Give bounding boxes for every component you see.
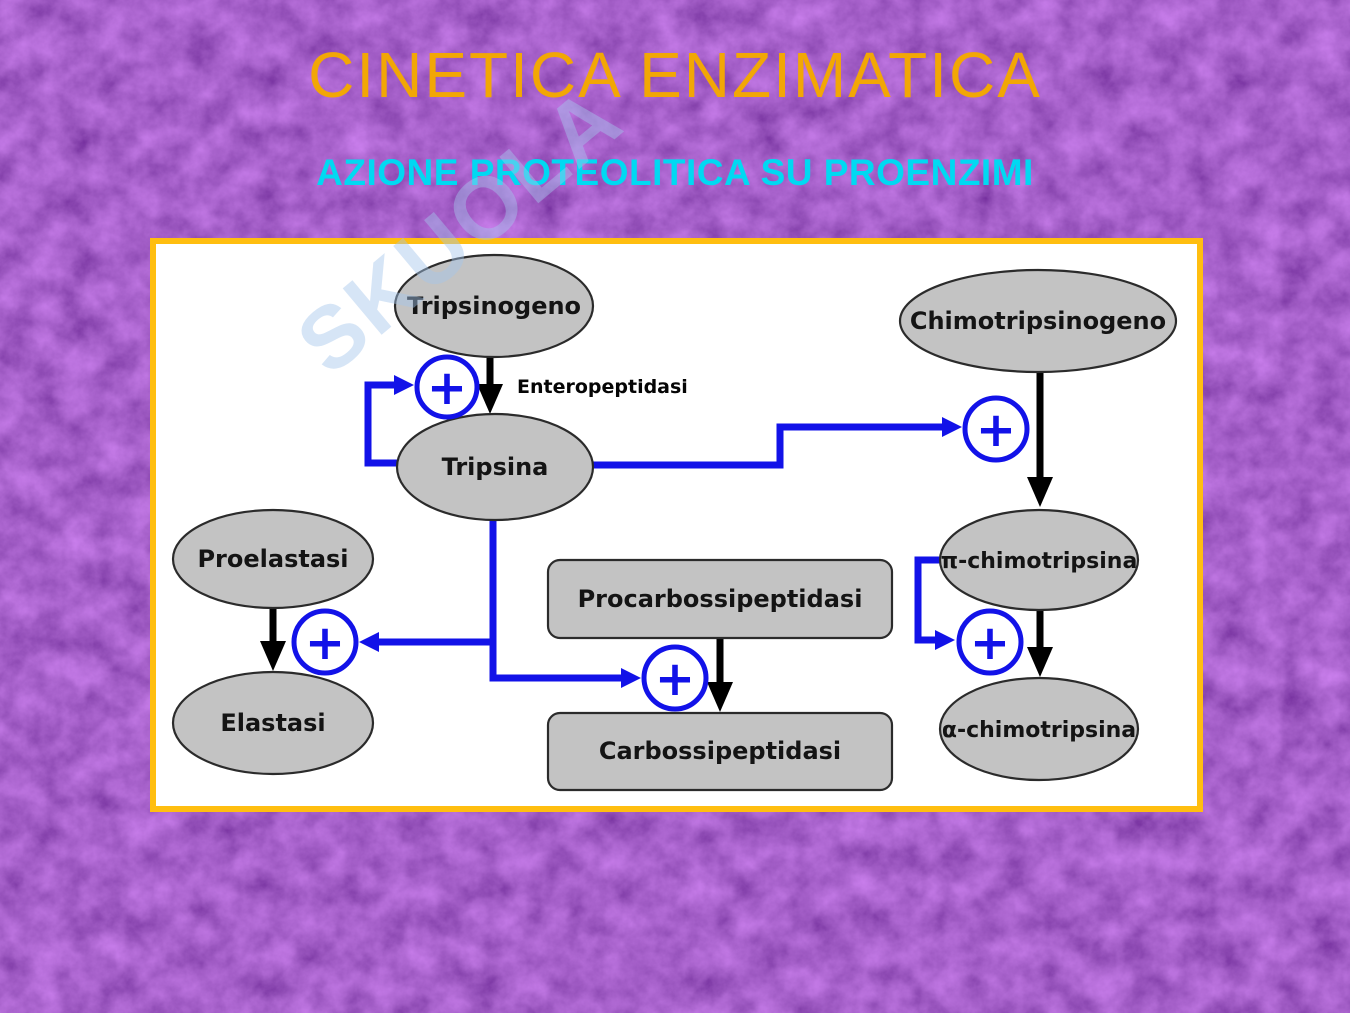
plus-circle-chimotripsinogeno: + [962, 395, 1030, 463]
plus-circle-proelastasi: + [291, 608, 359, 676]
node-label-tripsinogeno: Tripsinogeno [407, 292, 581, 320]
node-label-chimotripsinogeno: Chimotripsinogeno [910, 307, 1166, 335]
node-proelastasi: Proelastasi [171, 508, 375, 610]
page-subtitle: AZIONE PROTEOLITICA SU PROENZIMI [316, 152, 1034, 193]
plus-circle-procarbossipeptidasi: + [641, 644, 709, 712]
plus-icon: + [970, 615, 1010, 671]
node-tripsinogeno: Tripsinogeno [393, 253, 595, 359]
plus-icon: + [655, 651, 695, 707]
enteropeptidasi-label: Enteropeptidasi [517, 376, 688, 398]
node-label-carbossipeptidasi: Carbossipeptidasi [599, 737, 841, 765]
node-tripsina: Tripsina [395, 412, 595, 522]
node-carbossipeptidasi: Carbossipeptidasi [546, 711, 894, 792]
node-label-alfa-chimotripsina: α-chimotripsina [942, 718, 1136, 743]
activation-pi-chimotripsina-self-loop [914, 556, 955, 650]
plus-circle-tripsina-loop: + [414, 354, 480, 420]
diagram-svg: Tripsinogeno Tripsina Chimotripsinogeno … [171, 253, 1178, 792]
activation-tripsina-to-procarbossipeptidasi [489, 520, 641, 688]
node-label-proelastasi: Proelastasi [197, 545, 348, 573]
activation-tripsina-to-chimotripsinogeno [593, 417, 962, 469]
plus-circle-pi-chimotripsina: + [956, 608, 1024, 676]
node-chimotripsinogeno: Chimotripsinogeno [898, 268, 1178, 374]
node-label-pi-chimotripsina: π-chimotripsina [941, 549, 1138, 574]
node-label-procarbossipeptidasi: Procarbossipeptidasi [578, 585, 863, 613]
plus-icon: + [976, 402, 1016, 458]
activation-tripsina-self-loop [364, 375, 414, 467]
plus-icon: + [305, 615, 345, 671]
plus-icon: + [427, 360, 467, 416]
node-pi-chimotripsina: π-chimotripsina [938, 508, 1140, 612]
node-label-elastasi: Elastasi [220, 709, 325, 737]
node-procarbossipeptidasi: Procarbossipeptidasi [546, 558, 894, 640]
node-alfa-chimotripsina: α-chimotripsina [938, 676, 1140, 782]
page-title: CINETICA ENZIMATICA [308, 39, 1042, 111]
node-elastasi: Elastasi [171, 670, 375, 776]
node-label-tripsina: Tripsina [442, 453, 549, 481]
